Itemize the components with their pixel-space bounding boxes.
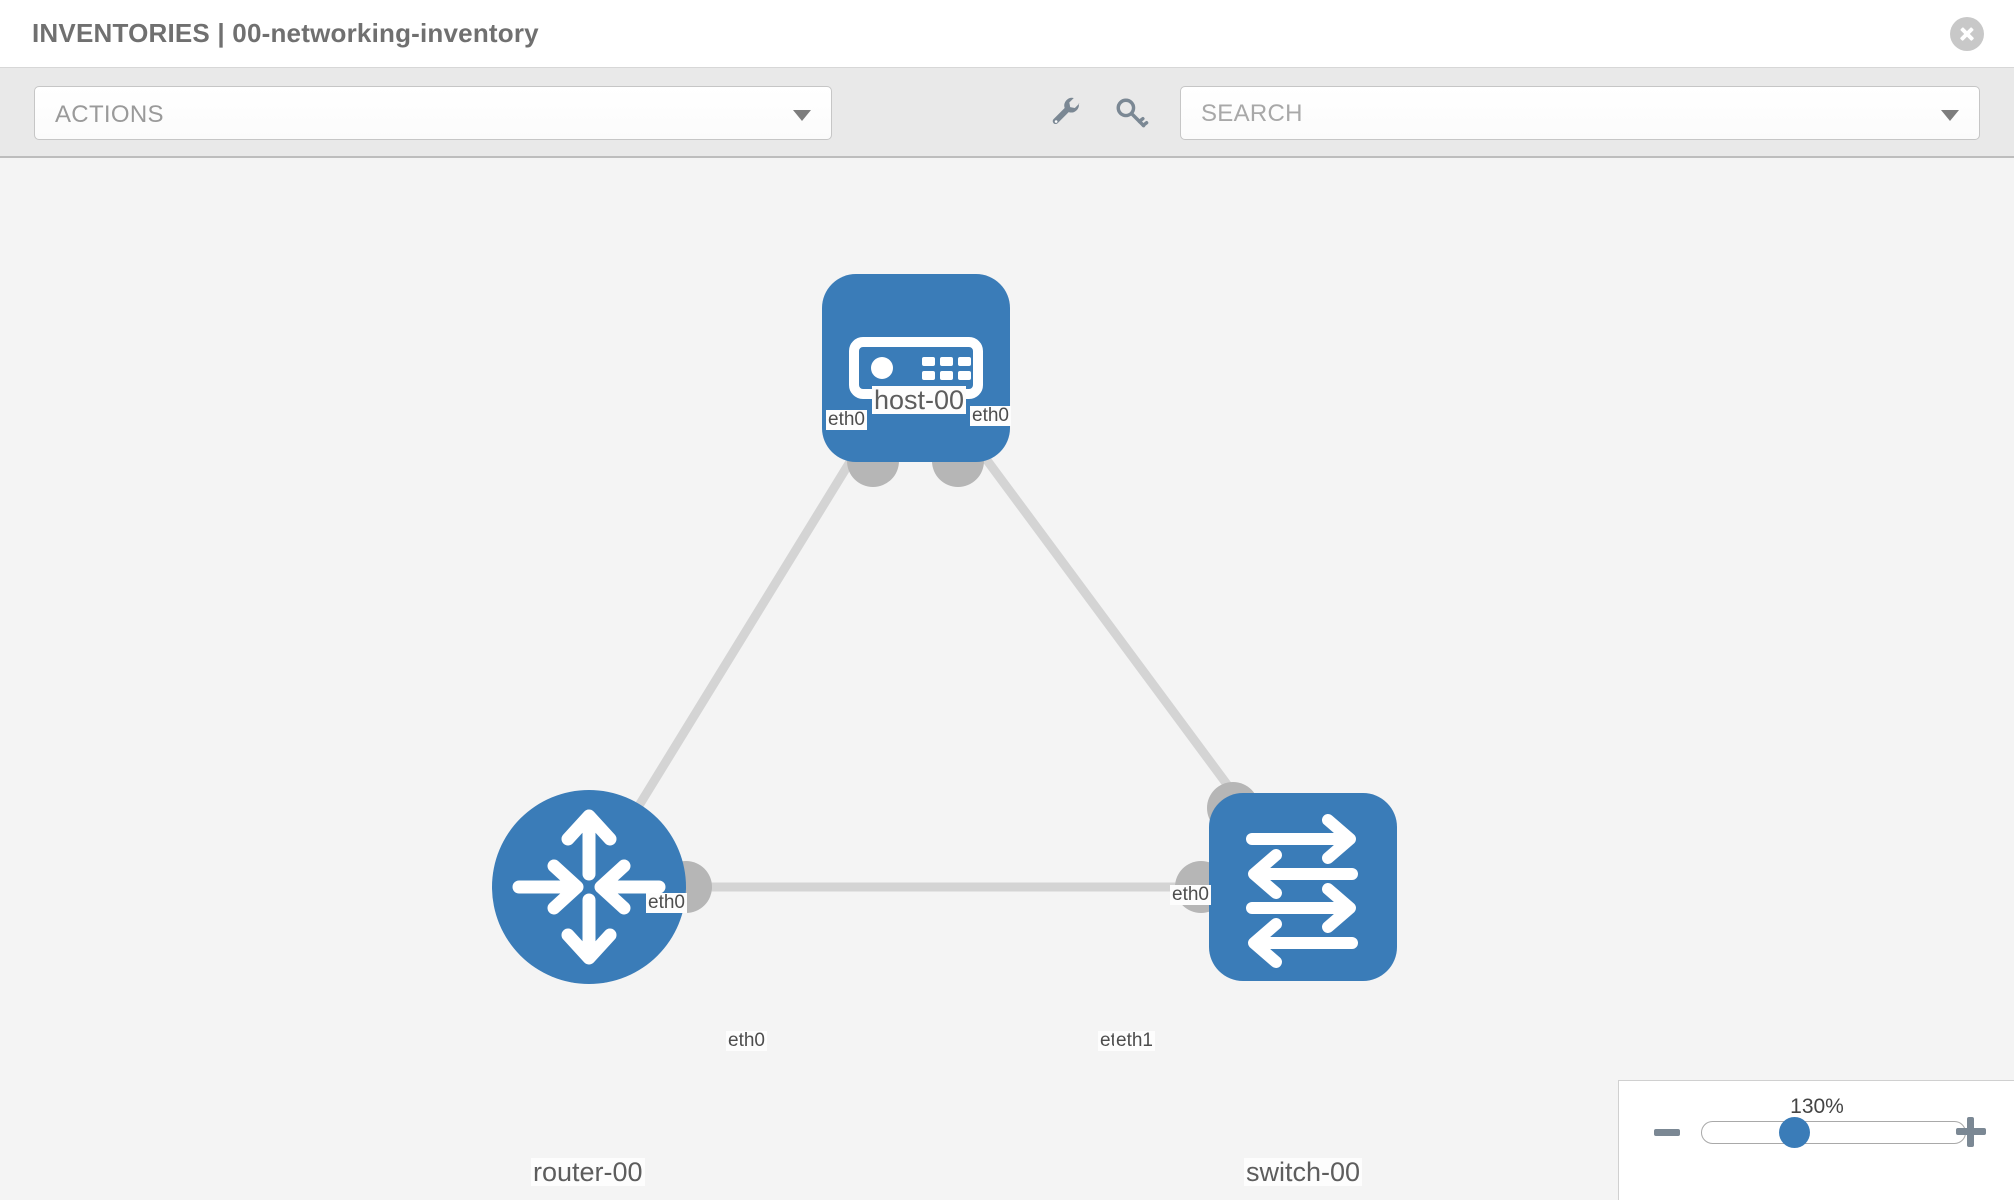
page-title: INVENTORIES | 00-networking-inventory	[32, 18, 539, 48]
search-field[interactable]	[1180, 86, 1980, 141]
wrench-icon[interactable]	[1048, 95, 1084, 136]
zoom-out-button[interactable]	[1654, 1129, 1680, 1136]
node-router-00	[492, 790, 686, 984]
page-header: INVENTORIES | 00-networking-inventory	[0, 0, 2014, 68]
node-router-00-shape	[492, 790, 686, 984]
switch-arrows-icon	[1246, 814, 1358, 968]
edge-label-router-up-port: eth0	[646, 892, 687, 913]
edge-label-host-left-port: eth0	[826, 409, 867, 430]
edge-label-switch-left-port: eth1	[1114, 1030, 1155, 1051]
zoom-in-button[interactable]	[1956, 1117, 1986, 1147]
zoom-slider-track[interactable]	[1701, 1121, 1966, 1144]
node-label-host-00: host-00	[872, 385, 967, 415]
close-icon[interactable]	[1950, 17, 1984, 51]
node-host-00	[822, 274, 1010, 462]
zoom-percent-label: 130%	[1790, 1095, 1844, 1118]
chevron-down-icon	[793, 110, 811, 121]
search-input[interactable]	[1199, 87, 1903, 141]
edge-label-router-right-port: eth0	[726, 1030, 767, 1051]
topology-graph	[492, 274, 1397, 984]
node-label-switch-00: switch-00	[1244, 1157, 1363, 1187]
edge-label-switch-up-port: eth0	[1170, 884, 1211, 905]
zoom-slider-handle[interactable]	[1779, 1117, 1810, 1148]
actions-dropdown-label: ACTIONS	[55, 101, 164, 128]
node-switch-00-shape	[1209, 793, 1397, 981]
chevron-down-icon[interactable]	[1941, 110, 1959, 121]
node-switch-00	[1209, 793, 1397, 981]
topology-canvas[interactable]: eth0 host-00 eth0 eth0 eth0 eth0 eth0 et…	[0, 158, 2014, 1200]
actions-dropdown[interactable]: ACTIONS	[34, 86, 832, 140]
topology-connectors	[660, 435, 1259, 913]
edge-label-host-right-port: eth0	[970, 405, 1011, 426]
node-host-00-shape	[822, 274, 1010, 462]
topology-links	[585, 410, 1307, 892]
key-icon[interactable]	[1113, 95, 1149, 136]
router-arrows-icon	[512, 809, 666, 965]
zoom-control: 130%	[1618, 1080, 2014, 1200]
node-label-router-00: router-00	[531, 1157, 645, 1187]
